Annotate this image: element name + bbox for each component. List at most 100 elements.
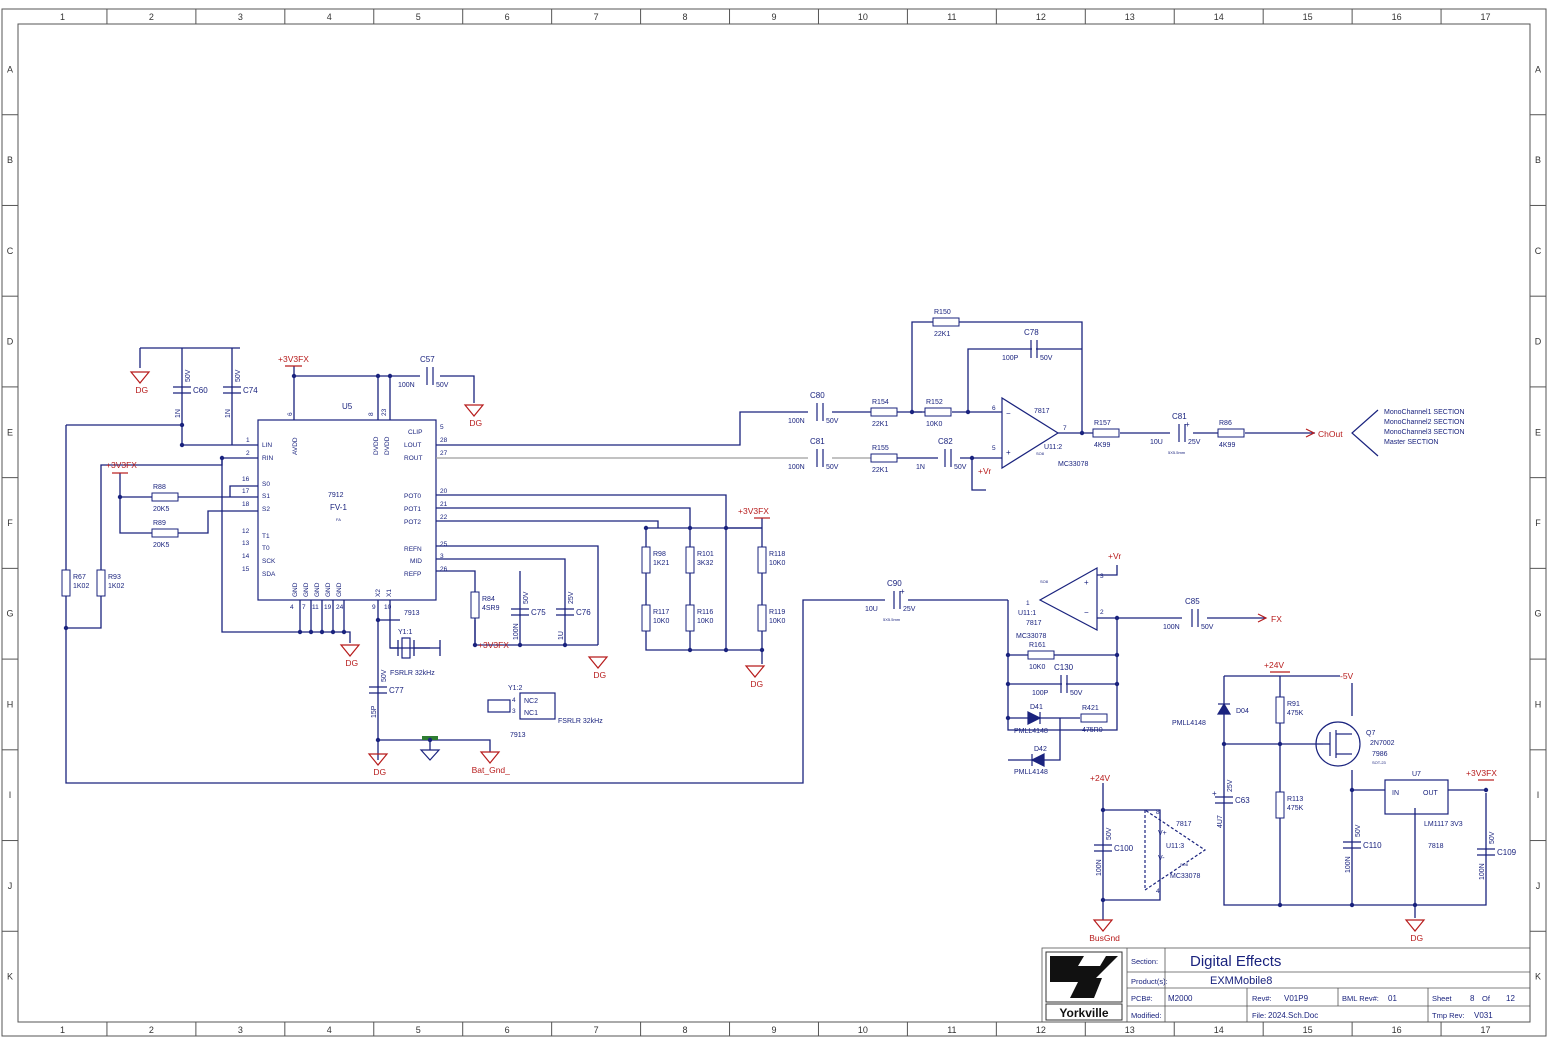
net-3v3fx-1: +3V3FX — [278, 354, 309, 364]
column-marker: 4 — [327, 12, 332, 22]
u5-pinnum-12: 12 — [242, 528, 250, 535]
tb-pcb-label: PCB#: — [1131, 994, 1153, 1003]
junction-dot — [319, 629, 325, 635]
resistor-ref: R84 — [482, 596, 495, 603]
capacitor-voltage: 25V — [903, 606, 916, 613]
tb-tmp-label: Tmp Rev: — [1432, 1011, 1465, 1020]
u5-pinnum-27: 27 — [440, 450, 448, 457]
resistor-value: 1K02 — [73, 583, 89, 590]
resistor-value: 475R0 — [1082, 727, 1103, 734]
tb-file-label: File: — [1252, 1011, 1266, 1020]
tb-tmp: V031 — [1474, 1011, 1493, 1020]
junction-dot — [1221, 741, 1227, 747]
capacitor-value: 1U — [558, 631, 565, 640]
row-marker: B — [7, 155, 13, 165]
resistor-ref: R117 — [653, 609, 669, 616]
section-2: MonoChannel2 SECTION — [1384, 419, 1465, 426]
u5-pinnum-17: 17 — [242, 488, 250, 495]
u5-pinnum-18: 18 — [242, 501, 250, 508]
capacitor-value: 10U — [865, 606, 878, 613]
u11-3-pkg: SO8 — [1180, 862, 1189, 867]
diode-d41: D41 PMLL4148 — [1008, 704, 1080, 735]
column-marker: 12 — [1036, 1025, 1046, 1035]
u5-ref: U5 — [342, 402, 353, 411]
column-marker: 15 — [1303, 12, 1313, 22]
ground-dg_2: DG — [463, 404, 485, 428]
resistor-value: 4K99 — [1219, 442, 1235, 449]
resistor-value: 10K0 — [769, 560, 785, 567]
u5-pinnum-2: 2 — [246, 450, 250, 457]
mosfet-q7: Q7 2N7002 7986 SOT-23 — [1315, 721, 1395, 767]
u7-out: OUT — [1423, 790, 1439, 797]
u11-3-pin8: 8 — [1156, 809, 1160, 816]
capacitor-ref: C80 — [810, 391, 825, 400]
u5-pinnum-13: 13 — [242, 540, 250, 547]
u5-part: 7912 — [328, 492, 344, 499]
u5-pinnum-16: 16 — [242, 476, 250, 483]
capacitor-ref: C76 — [576, 608, 591, 617]
resistor-value: 475K — [1287, 805, 1304, 812]
capacitor-value: 100P — [1002, 355, 1019, 362]
tb-rev: V01P9 — [1284, 994, 1309, 1003]
capacitor-voltage: 25V — [1227, 779, 1234, 792]
junction-dot — [375, 737, 381, 743]
capacitor-ref: C109 — [1497, 848, 1517, 857]
diode-d42: D42 PMLL4148 — [1014, 746, 1048, 776]
column-marker: 3 — [238, 12, 243, 22]
capacitor-value: 100N — [1096, 859, 1103, 876]
u11-1-name: MC33078 — [1016, 633, 1046, 640]
u5-pin-gnd-2: GND — [303, 582, 310, 597]
u5-pin-gnd-3: GND — [314, 582, 321, 597]
capacitor-value: 10U — [1150, 439, 1163, 446]
row-marker: H — [7, 699, 14, 709]
tb-bml-label: BML Rev#: — [1342, 994, 1379, 1003]
u5-pin-rout: ROUT — [404, 455, 422, 462]
column-marker: 16 — [1392, 1025, 1402, 1035]
crystal-y1-2: Y1:2 NC2 NC1 4 3 7913 FSRLR 32kHz — [487, 685, 603, 739]
u5-pinnum-4: 4 — [290, 604, 294, 611]
q7-ref: Q7 — [1366, 730, 1375, 737]
capacitor-polarity: + — [900, 587, 905, 596]
column-marker: 16 — [1392, 12, 1402, 22]
net-fx: FX — [1271, 614, 1282, 624]
section-3: MonoChannel3 SECTION — [1384, 429, 1465, 436]
ground-label: DG — [373, 767, 386, 777]
junction-dot — [179, 442, 185, 448]
junction-dot — [643, 525, 649, 531]
column-marker: 14 — [1214, 12, 1224, 22]
u5-pin-s0: S0 — [262, 481, 270, 488]
net-24v-1: +24V — [1264, 660, 1284, 670]
u11-1-pkg: SO8 — [1040, 579, 1049, 584]
ground-label: DG — [750, 679, 763, 689]
u5-name: FV-1 — [330, 503, 347, 512]
tb-file: 2024.Sch.Doc — [1268, 1011, 1318, 1020]
net-3v3fx-4: +3V3FX — [738, 506, 769, 516]
y1-2-num-4: 4 — [512, 697, 516, 704]
junction-dot — [1079, 430, 1085, 436]
ground-dg_3: DG — [339, 644, 361, 668]
junction-dot — [375, 373, 381, 379]
u5-pin-pot0: POT0 — [404, 493, 421, 500]
capacitor-voltage: 50V — [1040, 355, 1053, 362]
opamp-u11-2: − + 7817 U11:2 SO8 MC33078 6 5 7 — [992, 396, 1088, 470]
capacitor-voltage: 50V — [235, 369, 242, 382]
capacitor-voltage: 50V — [185, 369, 192, 382]
tb-bml: 01 — [1388, 994, 1397, 1003]
opamp-u11-3: V+ V- 7817 U11:3 SO8 MC33078 8 4 — [1144, 808, 1207, 895]
resistor-value: 10K0 — [697, 618, 713, 625]
